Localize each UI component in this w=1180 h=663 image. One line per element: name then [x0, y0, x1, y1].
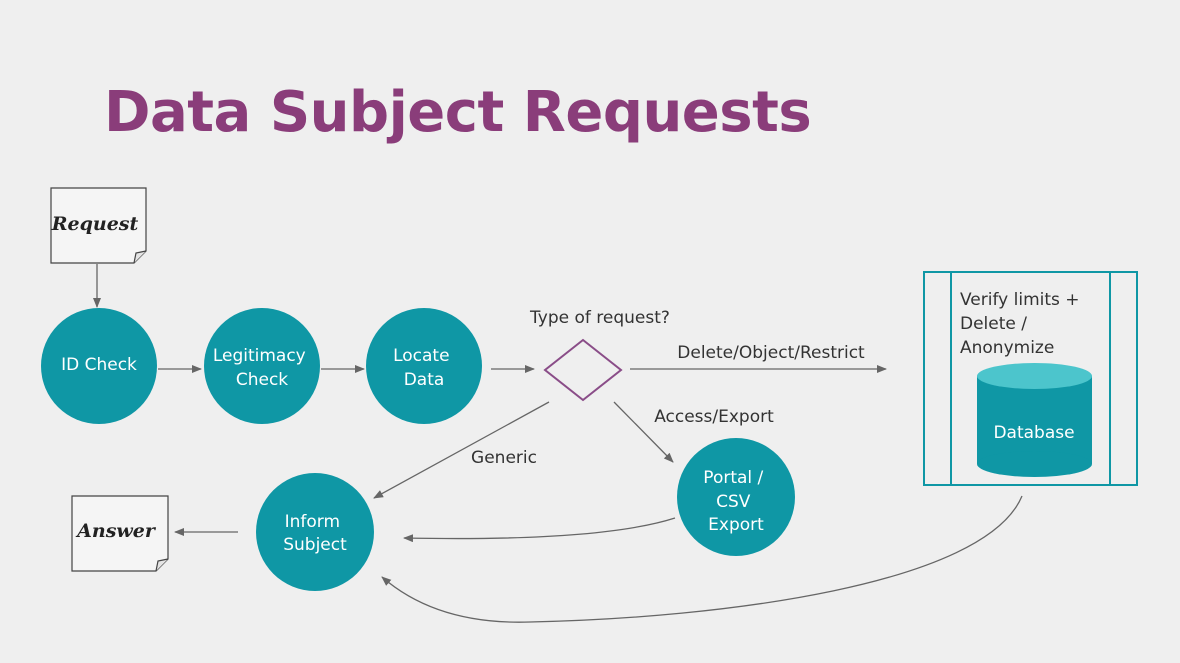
decision-node: Type of request?	[529, 308, 670, 402]
locate-data-label: Locate Data	[393, 346, 455, 390]
legitimacy-check-node: Legitimacy Check	[204, 308, 320, 424]
answer-label: Answer	[75, 520, 157, 542]
edge-label-delete: Delete/Object/Restrict	[677, 343, 865, 363]
database-cylinder: Database	[977, 363, 1092, 477]
inform-subject-node: Inform Subject	[256, 473, 374, 591]
answer-document: Answer	[71, 495, 169, 572]
edges	[93, 264, 1023, 623]
request-document: Request	[50, 187, 147, 264]
id-check-label: ID Check	[61, 355, 137, 375]
locate-data-node: Locate Data	[366, 308, 482, 424]
portal-export-label: Portal / CSV Export	[703, 468, 768, 535]
request-label: Request	[51, 213, 139, 235]
verify-label: Verify limits + Delete / Anonymize	[960, 290, 1085, 358]
verify-delete-container: Verify limits + Delete / Anonymize Datab…	[923, 271, 1138, 486]
portal-export-node: Portal / CSV Export	[677, 438, 795, 556]
edge-database-to-inform	[381, 495, 1023, 623]
slide-title: Data Subject Requests	[104, 80, 812, 145]
edge-label-generic: Generic	[471, 448, 537, 468]
id-check-node: ID Check	[41, 308, 157, 424]
decision-label: Type of request?	[529, 308, 670, 328]
inform-subject-label: Inform Subject	[283, 512, 347, 555]
database-label: Database	[993, 423, 1074, 443]
edge-label-access: Access/Export	[654, 407, 774, 427]
legitimacy-check-label: Legitimacy Check	[213, 346, 311, 390]
edge-decision-to-inform	[373, 401, 550, 499]
edge-decision-to-portal	[613, 401, 674, 463]
edge-portal-to-inform	[403, 517, 676, 543]
